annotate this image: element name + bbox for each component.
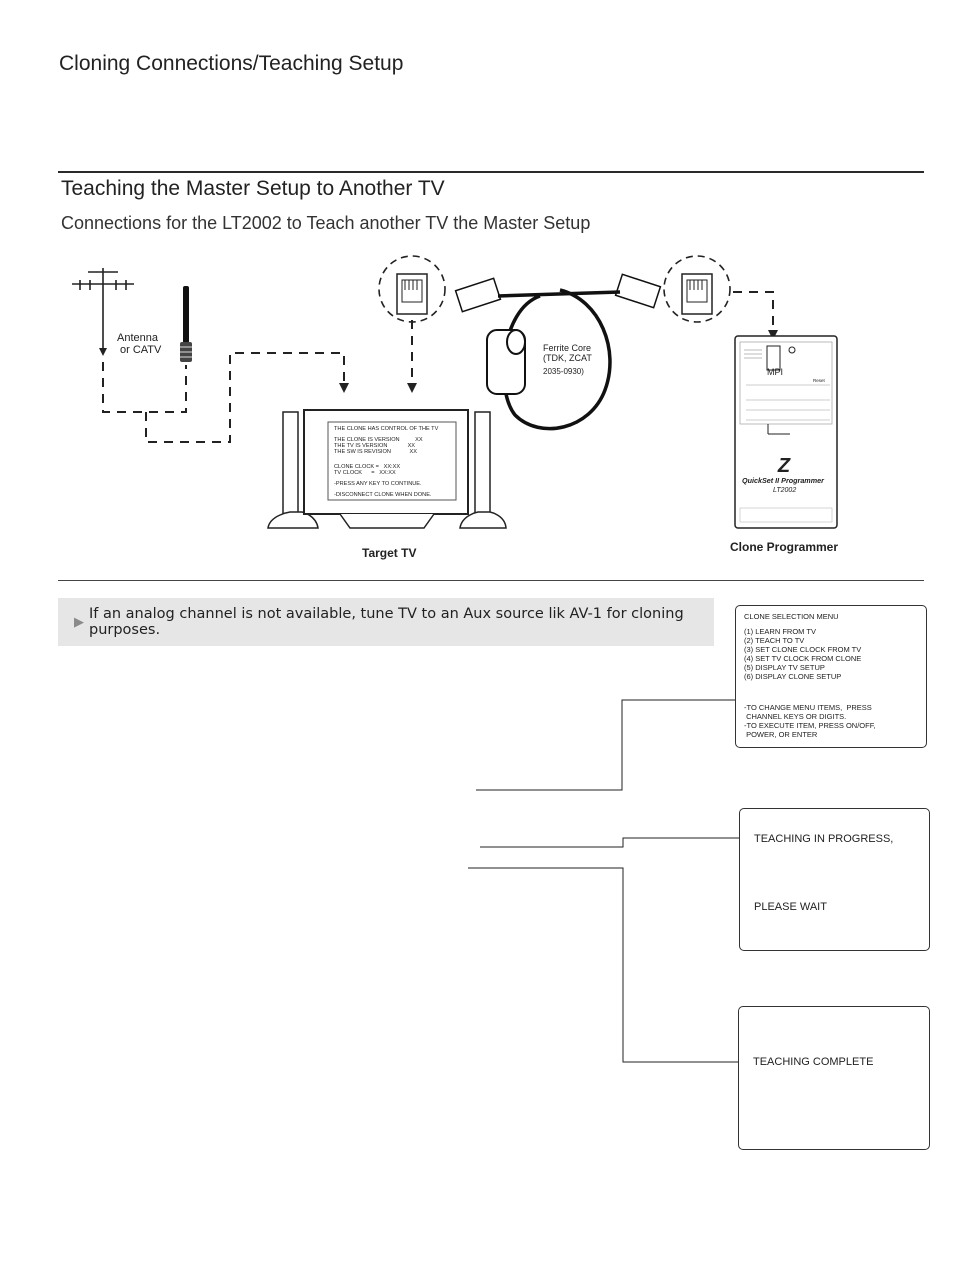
menu-instruction: POWER, OR ENTER (744, 730, 818, 739)
note-text: If an analog channel is not available, t… (89, 606, 684, 638)
coax-cable-icon (180, 286, 192, 362)
ferrite-label-3: 2035-0930) (543, 367, 584, 376)
clone-programmer-icon: Z (734, 335, 838, 529)
section-divider (58, 580, 924, 581)
antenna-label-1: Antenna (117, 332, 159, 344)
tv-screen-line: CLONE CLOCK = XX:XX (334, 464, 400, 470)
note-box: ▶ If an analog channel is not available,… (58, 598, 714, 646)
progress-line-2: PLEASE WAIT (754, 901, 827, 913)
section-title: Teaching the Master Setup to Another TV (61, 177, 445, 200)
menu-item: (4) SET TV CLOCK FROM CLONE (744, 654, 862, 663)
section-divider (58, 171, 924, 173)
tv-screen-line: TV CLOCK = XX:XX (334, 470, 396, 476)
menu-title: CLONE SELECTION MENU (744, 612, 839, 621)
tv-screen-line: -PRESS ANY KEY TO CONTINUE. (334, 481, 422, 487)
phone-jack-icon (378, 255, 446, 323)
antenna-icon (72, 268, 134, 348)
teaching-complete-screen: TEACHING COMPLETE (738, 1006, 930, 1150)
tv-screen-line: THE CLONE IS VERSION XX (334, 437, 423, 443)
clone-selection-menu-screen: CLONE SELECTION MENU (1) LEARN FROM TV (… (735, 605, 927, 748)
tv-screen-line: -DISCONNECT CLONE WHEN DONE. (334, 492, 432, 498)
tv-screen-line: THE CLONE HAS CONTROL OF THE TV (334, 426, 439, 432)
target-tv-icon (267, 409, 507, 529)
programmer-model: LT2002 (773, 487, 796, 494)
menu-item: (6) DISPLAY CLONE SETUP (744, 672, 842, 681)
antenna-label-2: or CATV (120, 344, 162, 356)
reset-label: Reset (813, 378, 826, 383)
menu-instruction: CHANNEL KEYS OR DIGITS. (744, 712, 847, 721)
page-title: Cloning Connections/Teaching Setup (59, 52, 404, 75)
programmer-name: QuickSet II Programmer (742, 476, 825, 485)
ferrite-core-icon (486, 329, 526, 395)
menu-item: (5) DISPLAY TV SETUP (744, 663, 825, 672)
menu-item: (2) TEACH TO TV (744, 636, 805, 645)
triangle-bullet-icon: ▶ (74, 614, 84, 630)
clone-programmer-label: Clone Programmer (730, 540, 838, 554)
menu-instruction: -TO EXECUTE ITEM, PRESS ON/OFF, (744, 721, 876, 730)
mpi-label: MPI (767, 367, 783, 377)
menu-instruction: -TO CHANGE MENU ITEMS, PRESS (744, 703, 872, 712)
phone-jack-icon (663, 255, 731, 323)
complete-line-1: TEACHING COMPLETE (753, 1056, 874, 1068)
target-tv-label: Target TV (362, 546, 416, 560)
teaching-progress-screen: TEACHING IN PROGRESS, PLEASE WAIT (739, 808, 930, 951)
menu-item: (1) LEARN FROM TV (744, 627, 816, 636)
ferrite-label-2: (TDK, ZCAT (543, 353, 592, 363)
tv-screen-line: THE SW IS REVISION XX (334, 449, 417, 455)
zenith-logo: Z (777, 455, 791, 477)
ferrite-label-1: Ferrite Core (543, 343, 591, 353)
section-subtitle: Connections for the LT2002 to Teach anot… (61, 213, 591, 233)
tv-screen-line: THE TV IS VERSION XX (334, 443, 415, 449)
progress-line-1: TEACHING IN PROGRESS, (754, 833, 894, 845)
menu-item: (3) SET CLONE CLOCK FROM TV (744, 645, 862, 654)
connection-diagram: Antenna or CATV (72, 255, 838, 560)
